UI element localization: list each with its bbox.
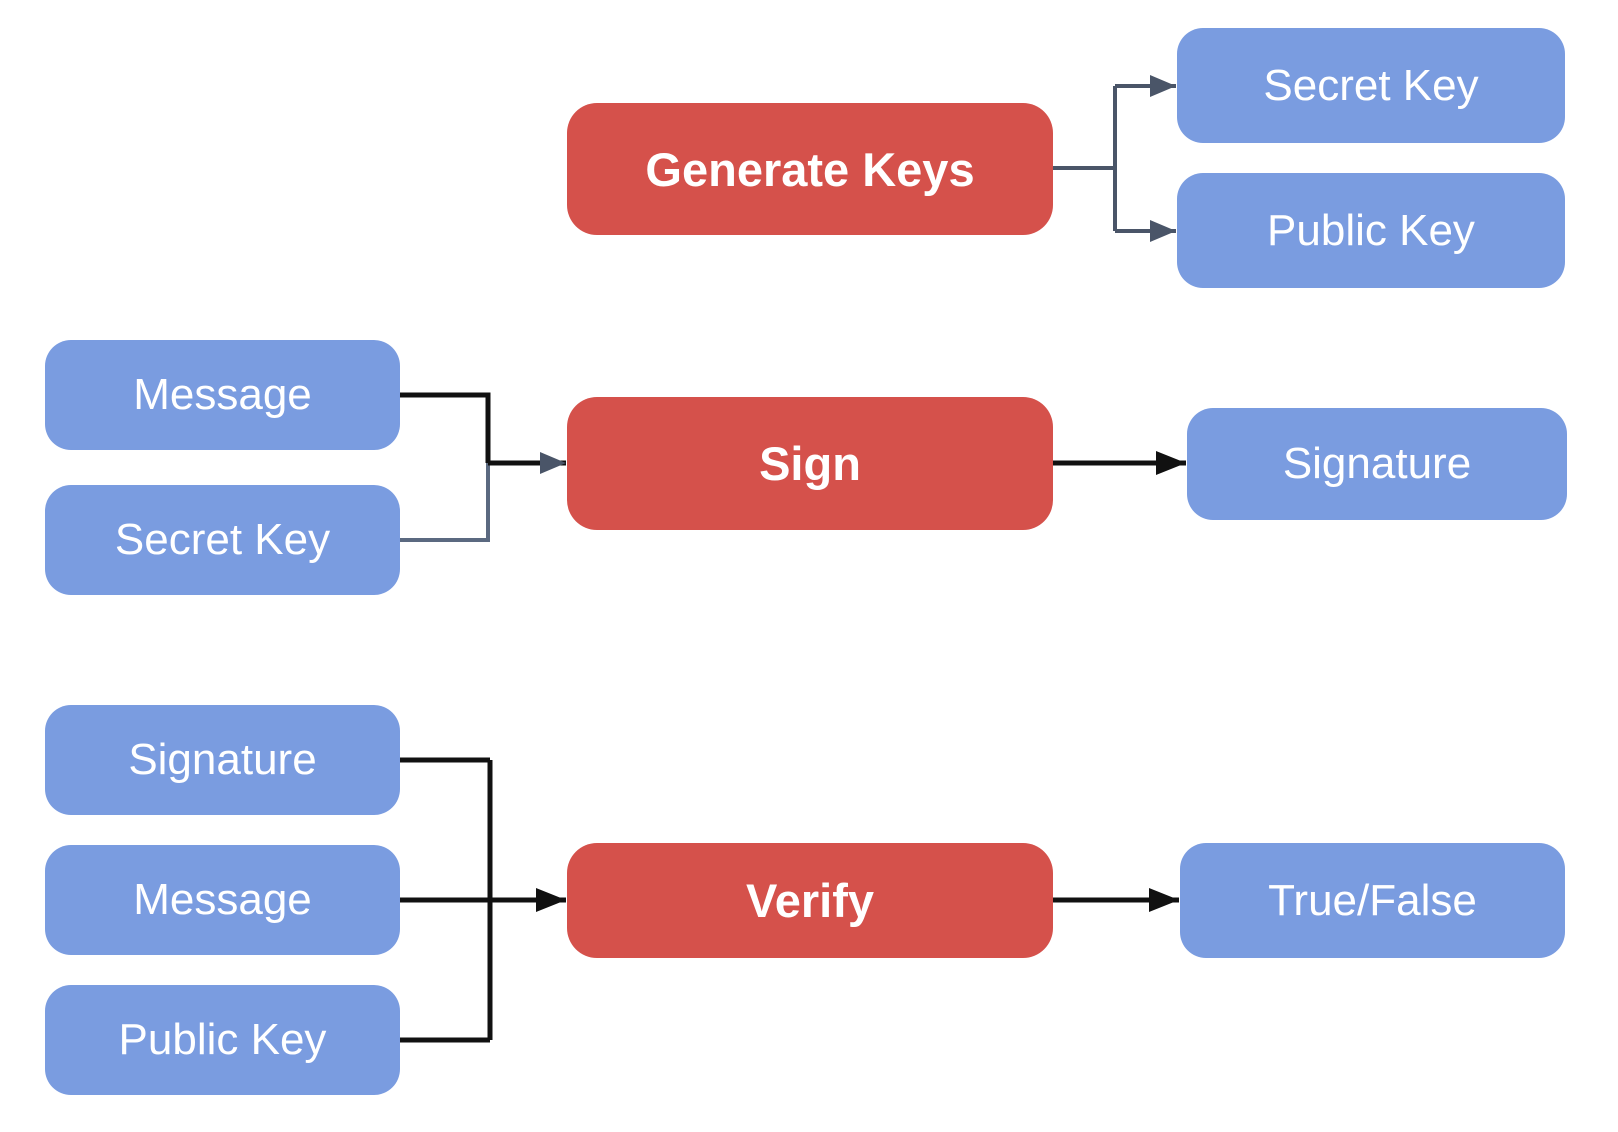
- node-label: Message: [133, 370, 312, 419]
- connector-secretkey-to-sign-bus: [400, 463, 490, 542]
- node-message-sign-input: Message: [45, 340, 400, 450]
- node-generate-keys: Generate Keys: [567, 103, 1053, 235]
- node-label: Verify: [745, 874, 875, 927]
- node-label: True/False: [1268, 875, 1477, 925]
- connector-message-to-sign-bus: [400, 392, 491, 463]
- node-secret-key-output: Secret Key: [1177, 28, 1565, 143]
- node-label: Public Key: [118, 1015, 327, 1064]
- node-label: Secret Key: [114, 515, 331, 564]
- node-message-verify-input: Message: [45, 845, 400, 955]
- node-sign: Sign: [567, 397, 1053, 530]
- node-public-key-verify-input: Public Key: [45, 985, 400, 1095]
- node-public-key-output: Public Key: [1177, 173, 1565, 288]
- node-label: Signature: [1282, 439, 1472, 488]
- node-label: Generate Keys: [645, 142, 975, 196]
- node-label: Sign: [759, 437, 861, 490]
- node-signature-verify-input: Signature: [45, 705, 400, 815]
- node-label: Signature: [128, 735, 317, 784]
- node-signature-output: Signature: [1187, 408, 1567, 520]
- node-label: Public Key: [1267, 205, 1475, 255]
- node-true-false: True/False: [1180, 843, 1565, 958]
- node-secret-key-sign-input: Secret Key: [45, 485, 400, 595]
- node-label: Secret Key: [1263, 60, 1479, 110]
- node-verify: Verify: [567, 843, 1053, 958]
- node-label: Message: [133, 875, 312, 924]
